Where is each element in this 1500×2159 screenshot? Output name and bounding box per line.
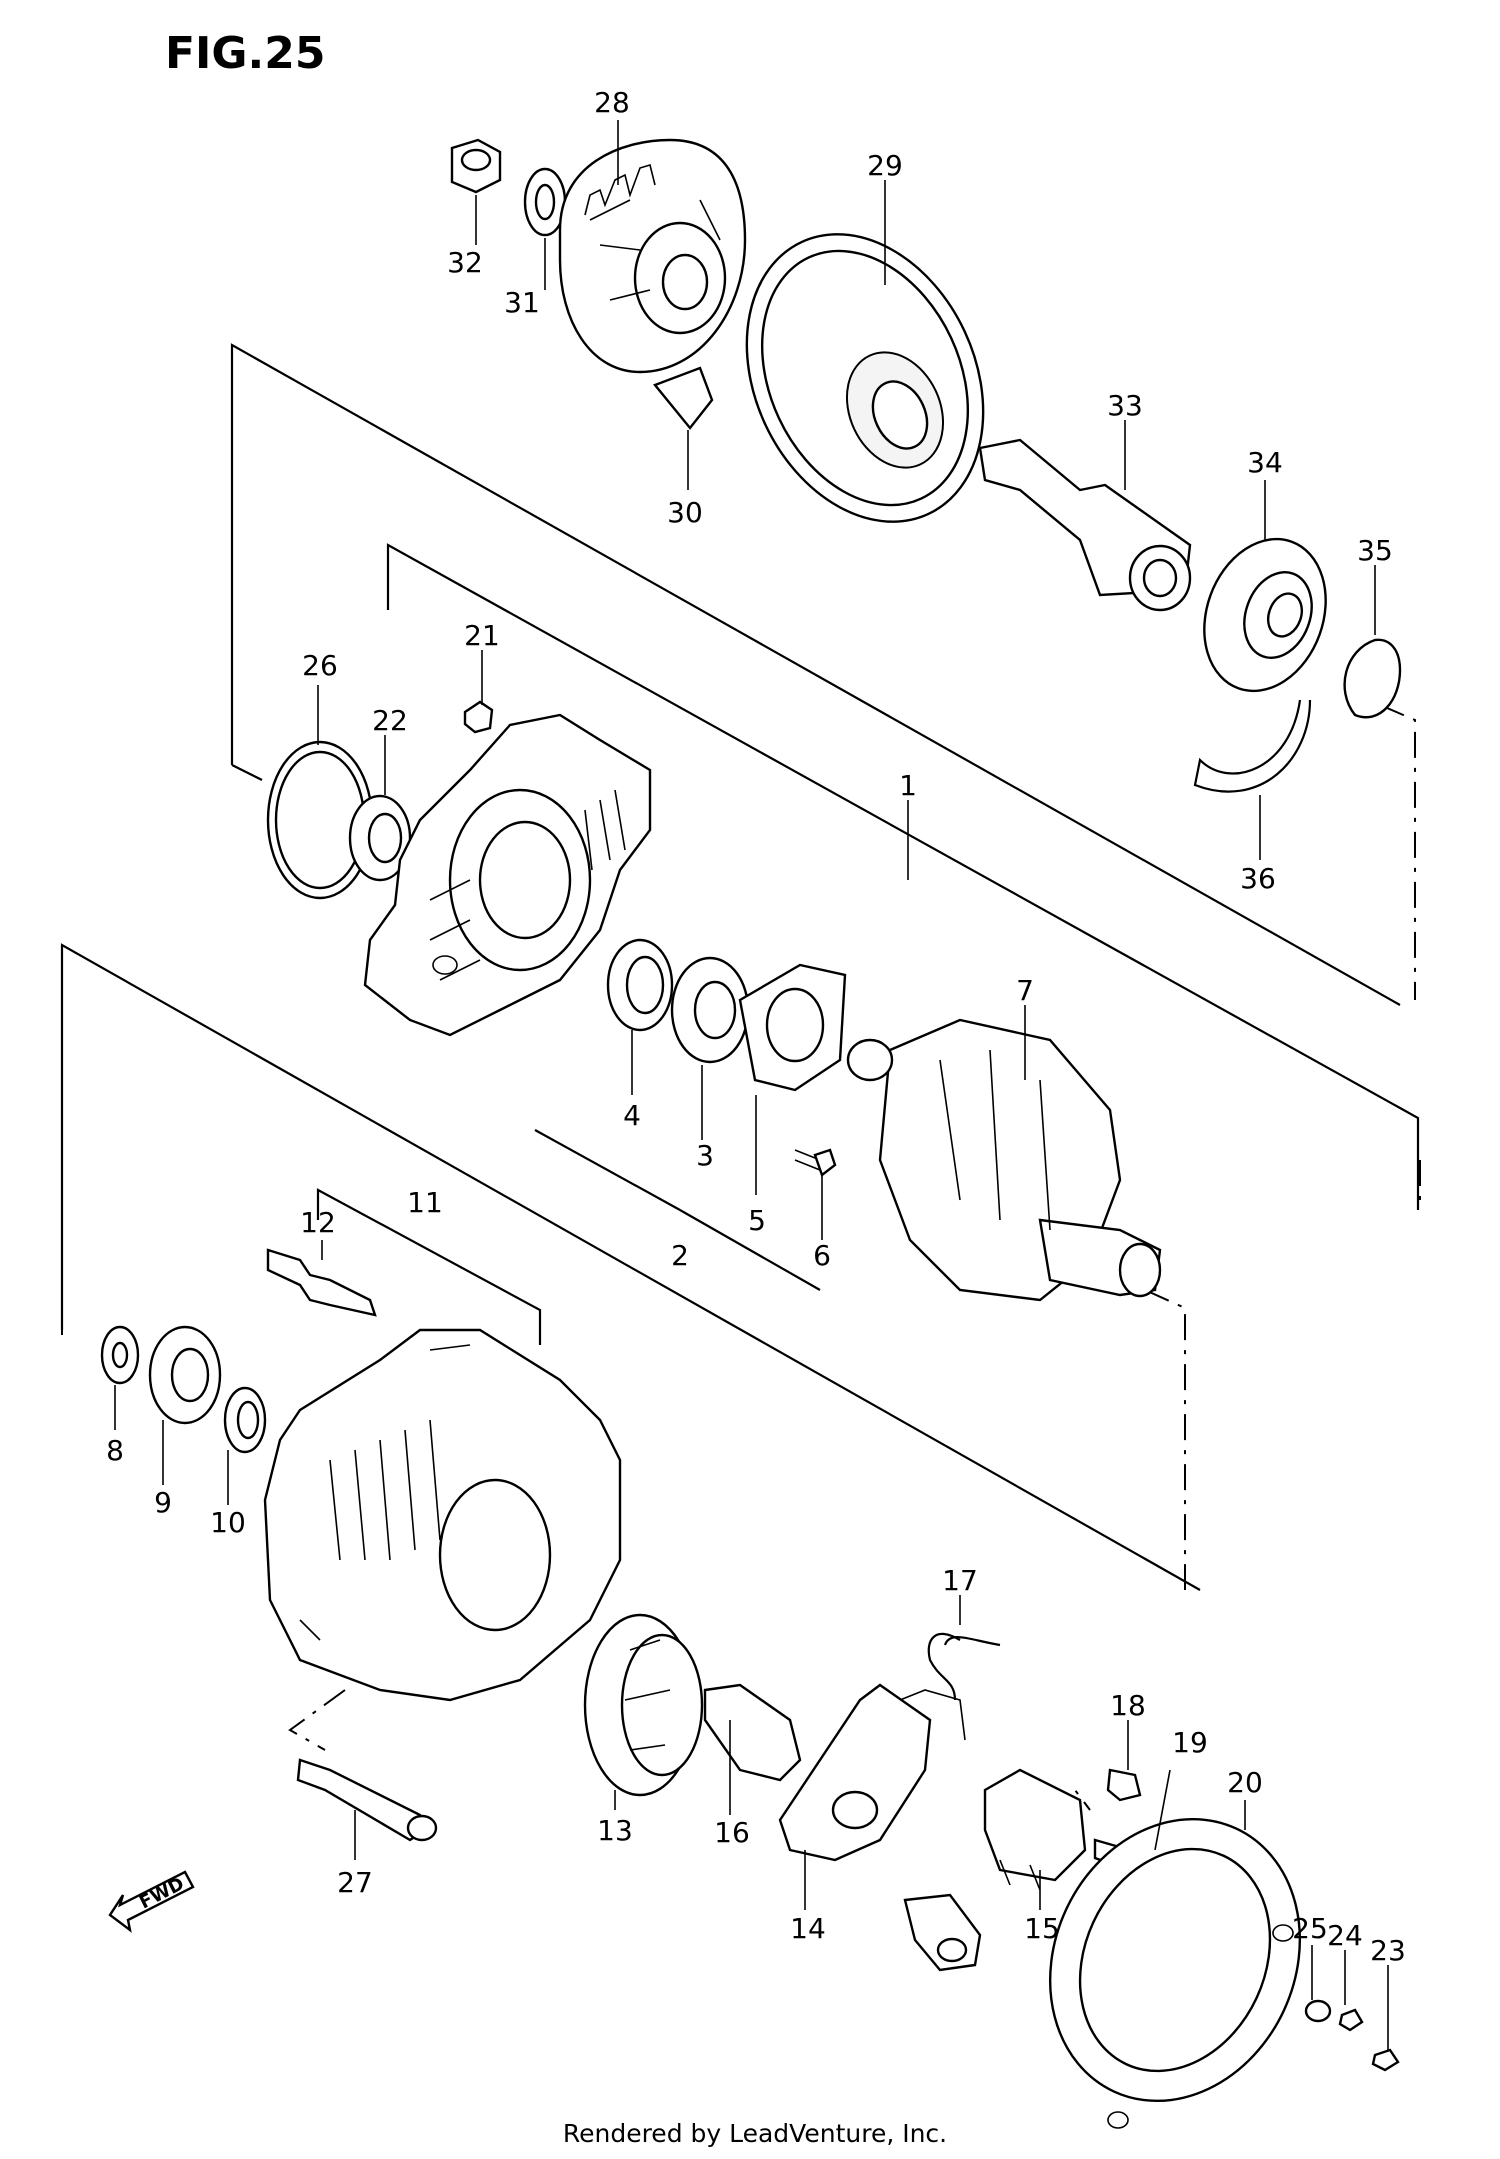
part-29-flywheel bbox=[745, 233, 985, 523]
part-35-circlip bbox=[1343, 638, 1402, 719]
footer-credit: Rendered by LeadVenture, Inc. bbox=[563, 2119, 947, 2148]
callout-36: 36 bbox=[1240, 862, 1276, 895]
part-6-screw bbox=[794, 1148, 837, 1177]
callout-16: 16 bbox=[714, 1816, 750, 1849]
callout-13: 13 bbox=[597, 1814, 633, 1847]
part-33-shaft bbox=[978, 438, 1192, 612]
callout-26: 26 bbox=[302, 649, 338, 682]
part-13-brush-cover bbox=[583, 1613, 704, 1797]
part-25-washer bbox=[1304, 1999, 1332, 2023]
callout-19: 19 bbox=[1172, 1726, 1208, 1759]
figure-title: FIG.25 bbox=[165, 28, 326, 79]
callout-30: 30 bbox=[667, 496, 703, 529]
part-36-retaining-ring bbox=[1193, 699, 1312, 793]
part-7-rotor bbox=[846, 1018, 1162, 1302]
part-16-insulator bbox=[703, 1683, 802, 1782]
part-34-bearing bbox=[1203, 537, 1327, 693]
callout-34: 34 bbox=[1247, 446, 1283, 479]
callout-20: 20 bbox=[1227, 1766, 1263, 1799]
callout-14: 14 bbox=[790, 1912, 826, 1945]
callout-8: 8 bbox=[106, 1434, 124, 1467]
callout-32: 32 bbox=[447, 246, 483, 279]
callout-35: 35 bbox=[1357, 534, 1393, 567]
part-26-o-ring bbox=[266, 740, 374, 900]
part-10-seal bbox=[223, 1386, 267, 1454]
part-14b-terminal bbox=[903, 1893, 982, 1972]
part-20-rear-cover bbox=[1048, 1817, 1302, 2129]
part-11-stator-housing bbox=[263, 1328, 622, 1702]
callout-11: 11 bbox=[407, 1186, 443, 1219]
part-1-housing bbox=[363, 713, 652, 1037]
leader-lines bbox=[114, 120, 1389, 2050]
part-5-plate bbox=[738, 963, 847, 1092]
callout-7: 7 bbox=[1016, 974, 1034, 1007]
callout-21: 21 bbox=[464, 619, 500, 652]
callout-24: 24 bbox=[1327, 1919, 1363, 1952]
callout-31: 31 bbox=[504, 286, 540, 319]
callout-9: 9 bbox=[154, 1486, 172, 1519]
callout-33: 33 bbox=[1107, 389, 1143, 422]
part-3-bearing bbox=[670, 956, 750, 1064]
callout-15: 15 bbox=[1024, 1912, 1060, 1945]
part-14-brush-holder bbox=[778, 1683, 966, 1862]
part-31-washer bbox=[523, 167, 567, 237]
part-27-bolt bbox=[296, 1758, 438, 1842]
part-24-nut bbox=[1338, 2008, 1364, 2032]
part-32-nut bbox=[450, 138, 502, 194]
callout-12: 12 bbox=[300, 1206, 336, 1239]
part-21-bolt bbox=[463, 700, 494, 734]
part-12-stud bbox=[266, 1248, 377, 1317]
callout-1: 1 bbox=[899, 769, 917, 802]
callout-10: 10 bbox=[210, 1506, 246, 1539]
forward-direction-arrow: FWD bbox=[108, 1870, 195, 1933]
callout-labels: 1 2 3 4 5 6 7 8 9 10 11 12 13 14 15 16 1… bbox=[106, 86, 1406, 1967]
callout-28: 28 bbox=[594, 86, 630, 119]
callout-23: 23 bbox=[1370, 1934, 1406, 1967]
part-22-seal bbox=[348, 794, 412, 882]
part-9-bearing bbox=[148, 1325, 222, 1425]
callout-2: 2 bbox=[671, 1239, 689, 1272]
part-30-key bbox=[653, 366, 714, 430]
assembly-bracket-lines bbox=[60, 343, 1421, 1831]
callout-3: 3 bbox=[696, 1139, 714, 1172]
callout-4: 4 bbox=[623, 1099, 641, 1132]
part-4-seal bbox=[606, 938, 674, 1032]
callout-29: 29 bbox=[867, 149, 903, 182]
callout-22: 22 bbox=[372, 704, 408, 737]
part-8-washer bbox=[100, 1325, 140, 1385]
part-23-screw bbox=[1371, 2048, 1400, 2072]
callout-17: 17 bbox=[942, 1564, 978, 1597]
callout-18: 18 bbox=[1110, 1689, 1146, 1722]
part-15-regulator bbox=[983, 1768, 1087, 1891]
callout-27: 27 bbox=[337, 1866, 373, 1899]
part-18-screw bbox=[1106, 1768, 1142, 1802]
callout-5: 5 bbox=[748, 1204, 766, 1237]
part-17-tube bbox=[927, 1632, 1001, 1701]
callout-6: 6 bbox=[813, 1239, 831, 1272]
part-28-pulley bbox=[558, 138, 747, 374]
callout-25: 25 bbox=[1292, 1912, 1328, 1945]
fwd-label: FWD bbox=[136, 1873, 187, 1913]
